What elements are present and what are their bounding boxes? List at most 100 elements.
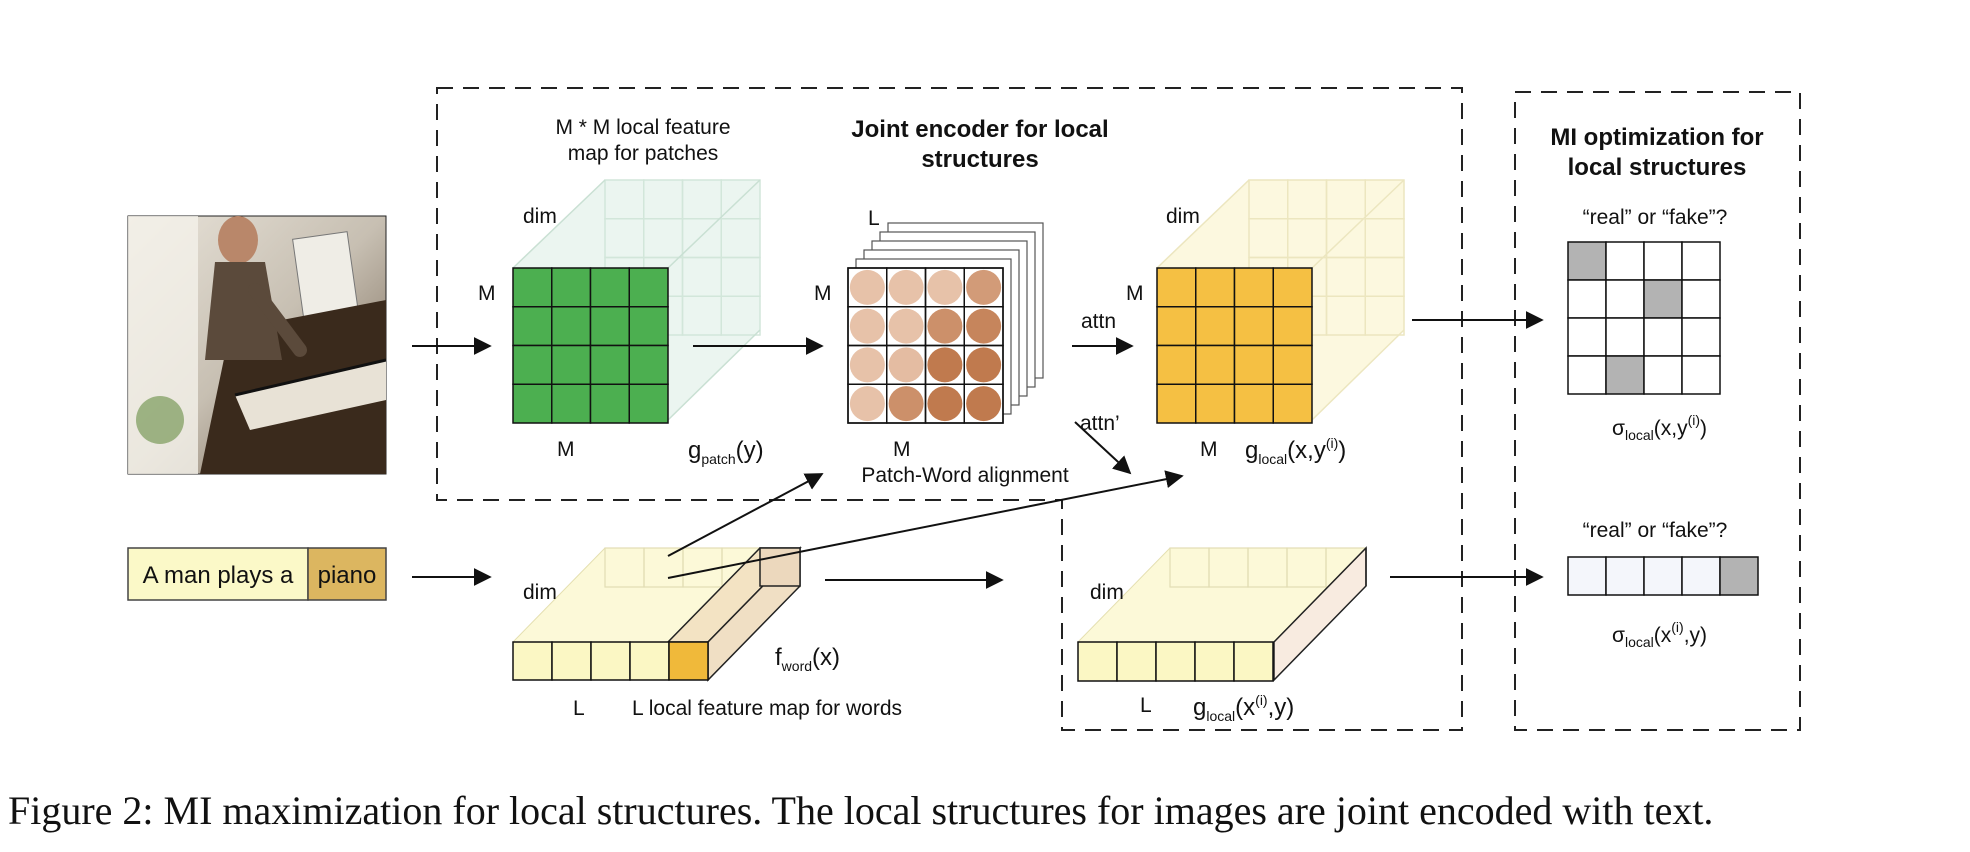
arrow-words-to-alignment [667,473,824,557]
cube3-front-cell [1156,306,1197,347]
alignment-dot [927,386,963,422]
mi-grid-cell [1643,317,1683,357]
patch-map-desc-line2: map for patches [568,142,719,165]
cube1-width-label: M [557,438,575,461]
mi-strip-cell [1643,556,1683,596]
mi-grid-cell [1681,355,1721,395]
mi-grid-cell [1605,279,1645,319]
cube1-front-cell [628,383,669,424]
alignment-dot [888,347,924,383]
cube1-front-cell [512,383,553,424]
local-length-label: L [1140,694,1152,717]
alignment-dot [966,269,1002,305]
word-cell [590,641,631,681]
mi-strip-cell [1719,556,1759,596]
mi-strip-cell [1567,556,1607,596]
cube3-front-cell [1272,267,1313,308]
encoder-frame [436,87,1463,731]
alignment-stack [847,222,1044,424]
patch-map-desc-line1: M * M local feature [555,116,730,139]
cube3-function-label: glocal(x,y(i)) [1245,435,1346,467]
cube3-front-cell [1195,306,1236,347]
alignment-dot [927,308,963,344]
alignment-dot [849,386,885,422]
encoder-title-line2: structures [921,146,1038,173]
cube1-depth-label: dim [523,205,557,228]
attn-prime-label: attn’ [1080,412,1120,435]
alignment-caption: Patch-Word alignment [861,464,1069,487]
mi-title-line2: local structures [1568,154,1747,181]
word-function-label: fword(x) [775,644,840,674]
cube1-front-cell [589,267,630,308]
stack-height-label: M [814,282,832,305]
word-cell [629,641,670,681]
alignment-dot [966,386,1002,422]
cube1-front-cell [512,344,553,385]
cube1-function-label: gpatch(y) [688,437,764,467]
cube1-front-cell [628,306,669,347]
cube3-front-cell [1233,267,1274,308]
cube3-front-cell [1233,383,1274,424]
word-depth-label: dim [523,581,557,604]
mi-grid-cell [1681,279,1721,319]
cube1-front-cell [512,267,553,308]
patch-feature-cube [512,179,761,424]
alignment-dot [927,269,963,305]
alignment-dot [927,347,963,383]
alignment-dot [849,269,885,305]
cube1-front-cell [551,267,592,308]
mi-frame [1514,91,1801,731]
mi-grid-cell [1605,355,1645,395]
local-cell [1077,641,1118,682]
question-bottom: “real” or “fake”? [1583,519,1728,542]
alignment-dot [966,347,1002,383]
cube1-front-cell [628,267,669,308]
text-input-box: A man plays a piano [127,547,387,601]
word-cell [668,641,709,681]
question-top: “real” or “fake”? [1583,206,1728,229]
mi-grid-cell [1643,355,1683,395]
cube3-front-cell [1233,306,1274,347]
cube3-depth-label: dim [1166,205,1200,228]
cube3-back-cell [1364,295,1405,336]
arrow-attn-prime [1074,421,1132,475]
sigma-bottom-label: σlocal(x(i),y) [1612,619,1707,650]
cube3-front-cell [1156,344,1197,385]
mi-grid-cell [1567,355,1607,395]
word-cell [551,641,592,681]
mi-grid-cell [1643,241,1683,281]
encoder-title-line1: Joint encoder for local [851,116,1108,143]
mi-title-line1: MI optimization for [1550,124,1763,151]
cube3-front-cell [1195,383,1236,424]
mi-grid-cell [1567,279,1607,319]
cube1-front-cell [589,383,630,424]
text-input-highlight: piano [318,562,377,589]
mi-word-strip [1567,556,1759,596]
figure-caption: Figure 2: MI maximization for local stru… [8,788,1713,833]
alignment-dot [888,269,924,305]
cube1-front-cell [589,306,630,347]
mi-grid-cell [1605,241,1645,281]
cube1-front-cell [512,306,553,347]
input-photo [127,215,387,475]
local-cell [1194,641,1235,682]
mi-strip-cell [1681,556,1721,596]
cube1-height-label: M [478,282,496,305]
arrow-word-to-attn [667,470,1184,579]
alignment-dot [966,308,1002,344]
mi-grid-cell [1681,241,1721,281]
mi-grid-cell [1567,317,1607,357]
mi-grid-cell [1681,317,1721,357]
cube3-front-cell [1272,383,1313,424]
local-word-slab [1076,546,1368,682]
attn-label: attn [1081,310,1116,333]
stack-width-label: M [893,438,911,461]
cube3-front-cell [1272,306,1313,347]
alignment-dot [888,308,924,344]
cube3-front-cell [1195,344,1236,385]
local-cell [1233,641,1274,682]
word-feature-slab [511,546,802,682]
word-map-desc: L local feature map for words [632,697,902,720]
cube3-front-cell [1195,267,1236,308]
